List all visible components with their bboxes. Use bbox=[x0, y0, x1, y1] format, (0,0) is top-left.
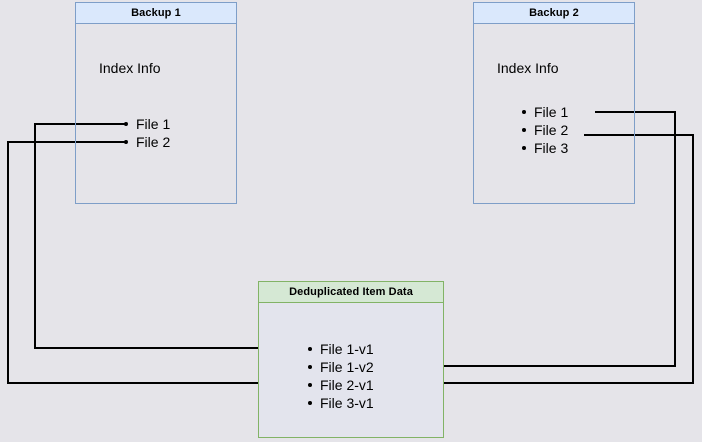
backup-2-box[interactable]: Backup 2 Index Info File 1 File 2 File 3 bbox=[473, 2, 635, 204]
backup-1-caption: Index Info bbox=[99, 60, 161, 76]
deduplicated-item-data-box[interactable]: Deduplicated Item Data File 1-v1 File 1-… bbox=[258, 281, 444, 438]
list-item[interactable]: File 1 bbox=[122, 115, 170, 133]
backup-1-header: Backup 1 bbox=[75, 2, 237, 24]
list-item[interactable]: File 2 bbox=[122, 133, 170, 151]
list-item[interactable]: File 3 bbox=[520, 139, 568, 157]
list-item[interactable]: File 3-v1 bbox=[306, 394, 374, 412]
dedup-file-list: File 1-v1 File 1-v2 File 2-v1 File 3-v1 bbox=[306, 340, 374, 412]
list-item[interactable]: File 2 bbox=[520, 121, 568, 139]
dedup-body: File 1-v1 File 1-v2 File 2-v1 File 3-v1 bbox=[259, 303, 443, 437]
list-item[interactable]: File 1-v1 bbox=[306, 340, 374, 358]
list-item[interactable]: File 2-v1 bbox=[306, 376, 374, 394]
backup-1-body: Index Info File 1 File 2 bbox=[76, 24, 236, 203]
backup-2-body: Index Info File 1 File 2 File 3 bbox=[474, 24, 634, 203]
backup-2-caption: Index Info bbox=[497, 60, 559, 76]
backup-2-header: Backup 2 bbox=[473, 2, 635, 24]
backup-1-box[interactable]: Backup 1 Index Info File 1 File 2 bbox=[75, 2, 237, 204]
list-item[interactable]: File 1 bbox=[520, 103, 568, 121]
list-item[interactable]: File 1-v2 bbox=[306, 358, 374, 376]
backup-1-file-list: File 1 File 2 bbox=[122, 115, 170, 151]
dedup-header: Deduplicated Item Data bbox=[258, 281, 444, 303]
backup-2-file-list: File 1 File 2 File 3 bbox=[520, 103, 568, 157]
